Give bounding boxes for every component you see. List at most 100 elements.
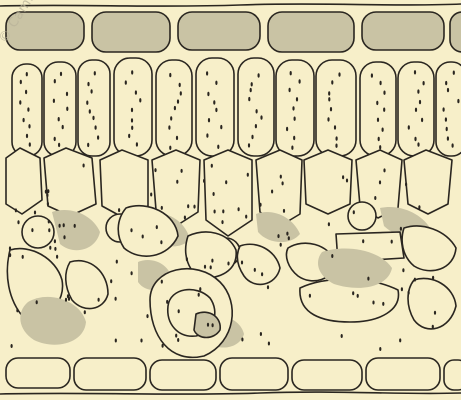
chloroplast-dot	[87, 143, 89, 147]
chloroplast-dot	[131, 271, 133, 275]
chloroplast-dot	[91, 89, 93, 93]
chloroplast-dot	[214, 210, 216, 214]
chloroplast-dot	[128, 134, 130, 138]
chloroplast-dot	[86, 101, 88, 105]
chloroplast-dot	[271, 190, 273, 194]
chloroplast-dot	[256, 109, 258, 113]
chloroplast-dot	[362, 239, 364, 243]
chloroplast-dot	[286, 127, 288, 131]
chloroplast-dot	[282, 181, 284, 185]
chloroplast-dot	[47, 202, 49, 206]
chloroplast-dot	[452, 143, 454, 147]
chloroplast-dot	[31, 228, 33, 232]
chloroplast-dot	[95, 125, 97, 129]
chloroplast-dot	[23, 118, 25, 122]
chloroplast-dot	[446, 127, 448, 131]
chloroplast-dot	[27, 107, 29, 111]
chloroplast-dot	[92, 116, 94, 120]
chloroplast-dot	[178, 309, 180, 313]
chloroplast-dot	[58, 143, 60, 147]
chloroplast-dot	[227, 262, 229, 266]
chloroplast-dot	[280, 175, 282, 179]
chloroplast-dot	[48, 228, 50, 232]
chloroplast-dot	[290, 71, 292, 75]
chloroplast-dot	[156, 225, 158, 229]
chloroplast-dot	[207, 92, 209, 96]
chloroplast-dot	[135, 90, 137, 94]
chloroplast-dot	[16, 308, 18, 312]
chloroplast-dot	[331, 254, 333, 258]
chloroplast-dot	[222, 209, 224, 213]
chloroplast-dot	[221, 220, 223, 224]
chloroplast-dot	[34, 211, 36, 215]
chloroplast-dot	[283, 209, 285, 213]
chloroplast-dot	[293, 136, 295, 140]
chloroplast-dot	[59, 224, 61, 228]
chloroplast-dot	[20, 80, 22, 84]
chloroplast-dot	[241, 338, 243, 342]
chloroplast-dot	[17, 220, 19, 224]
chloroplast-dot	[341, 334, 343, 338]
chloroplast-dot	[63, 235, 65, 239]
chloroplast-dot	[372, 301, 374, 305]
chloroplast-dot	[376, 101, 378, 105]
chloroplast-dot	[48, 220, 50, 224]
chloroplast-dot	[391, 240, 393, 244]
chloroplast-dot	[186, 257, 188, 261]
chloroplast-dot	[379, 145, 381, 149]
chloroplast-dot	[251, 82, 253, 86]
chloroplast-dot	[65, 298, 67, 302]
chloroplast-dot	[9, 246, 11, 250]
chloroplast-dot	[175, 334, 177, 338]
chloroplast-dot	[161, 206, 163, 210]
chloroplast-dot	[338, 72, 340, 76]
chloroplast-dot	[402, 268, 404, 272]
chloroplast-dot	[328, 222, 330, 226]
chloroplast-dot	[206, 71, 208, 75]
chloroplast-dot	[299, 79, 301, 83]
chloroplast-dot	[98, 298, 100, 302]
chloroplast-dot	[371, 73, 373, 77]
chloroplast-dot	[67, 294, 69, 298]
chloroplast-dot	[408, 125, 410, 129]
chloroplast-dot	[154, 168, 156, 172]
chloroplast-dot	[330, 107, 332, 111]
chloroplast-dot	[87, 82, 89, 86]
chloroplast-dot	[291, 146, 293, 150]
chloroplast-dot	[62, 125, 64, 129]
chloroplast-dot	[215, 81, 217, 85]
chloroplast-dot	[206, 133, 208, 137]
chloroplast-dot	[49, 246, 51, 250]
chloroplast-dot	[352, 291, 354, 295]
chloroplast-dot	[457, 99, 459, 103]
chloroplast-dot	[260, 115, 262, 119]
chloroplast-dot	[254, 268, 256, 272]
upper-cuticle	[0, 4, 461, 6]
chloroplast-dot	[335, 144, 337, 148]
chloroplast-dot	[225, 180, 227, 184]
chloroplast-dot	[423, 81, 425, 85]
chloroplast-dot	[434, 311, 436, 315]
chloroplast-dot	[94, 71, 96, 75]
chloroplast-dot	[174, 106, 176, 110]
chloroplast-dot	[25, 90, 27, 94]
chloroplast-dot	[97, 135, 99, 139]
chloroplast-dot	[408, 291, 410, 295]
chloroplast-dot	[110, 279, 112, 283]
chloroplast-dot	[418, 205, 420, 209]
chloroplast-dot	[415, 108, 417, 112]
chloroplast-dot	[382, 302, 384, 306]
upper-epidermis	[6, 12, 461, 52]
chloroplast-dot	[405, 182, 407, 186]
chloroplast-dot	[383, 108, 385, 112]
chloroplast-dot	[130, 228, 132, 232]
chloroplast-dot	[118, 208, 120, 212]
chloroplast-dot	[203, 179, 205, 183]
chloroplast-dot	[136, 142, 138, 146]
chloroplast-dot	[9, 253, 11, 257]
chloroplast-dot	[29, 142, 31, 146]
chloroplast-dot	[26, 134, 28, 138]
chloroplast-dot	[54, 247, 56, 251]
chloroplast-dot	[28, 124, 30, 128]
